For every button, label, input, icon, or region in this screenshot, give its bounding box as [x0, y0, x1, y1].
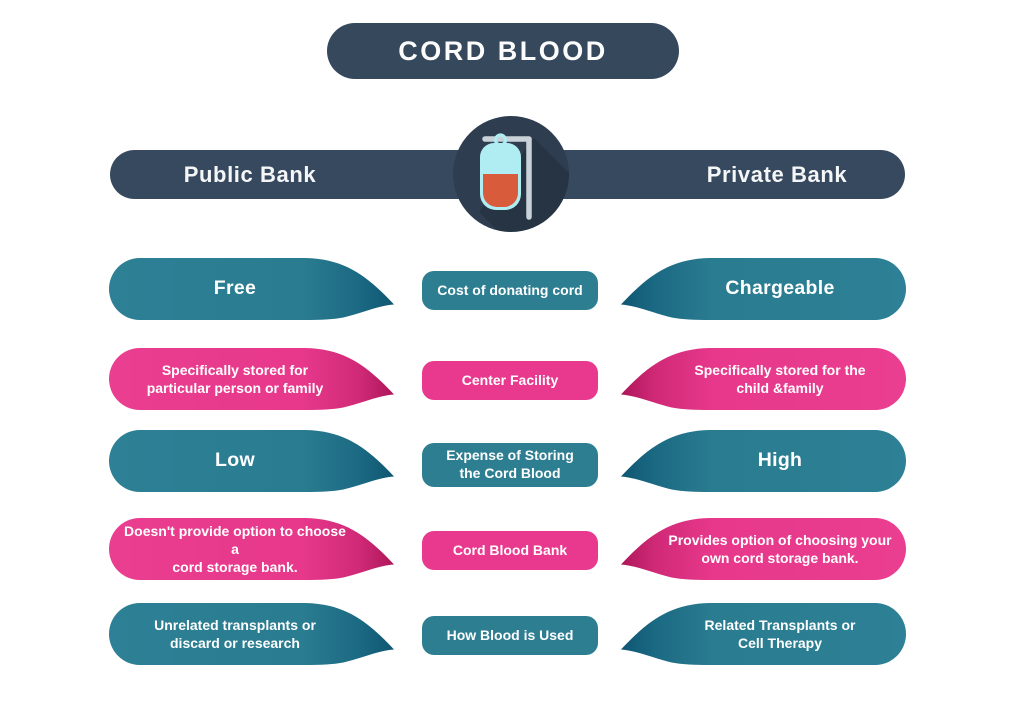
private-bank-bubble: Specifically stored for the child &famil… — [618, 348, 906, 410]
comparison-row: Unrelated transplants or discard or rese… — [0, 603, 1024, 665]
speech-bubble-left-tail-icon — [620, 430, 906, 492]
private-bank-label: Private Bank — [706, 161, 848, 187]
public-bank-value: Doesn't provide option to choose a cord … — [124, 522, 346, 576]
speech-bubble-left-tail-icon — [620, 603, 906, 665]
speech-bubble-right-tail-icon — [109, 348, 395, 410]
category-label: Cost of donating cord — [422, 271, 598, 310]
private-bank-value: Chargeable — [725, 277, 835, 300]
comparison-row: Specifically stored for particular perso… — [0, 348, 1024, 410]
blood-bag-badge — [453, 116, 569, 232]
comparison-row: Free Cost of donating cord Chargeable — [0, 258, 1024, 320]
private-bank-bubble: Chargeable — [618, 258, 906, 320]
public-bank-value: Free — [213, 277, 257, 300]
public-bank-bubble: Specifically stored for particular perso… — [109, 348, 397, 410]
private-bank-bubble: Provides option of choosing your own cor… — [618, 518, 906, 580]
private-bank-value: High — [757, 449, 803, 472]
speech-bubble-right-tail-icon — [109, 603, 395, 665]
public-bank-value: Specifically stored for particular perso… — [146, 361, 324, 396]
public-bank-bubble: Unrelated transplants or discard or rese… — [109, 603, 397, 665]
comparison-row: Doesn't provide option to choose a cord … — [0, 518, 1024, 580]
speech-bubble-right-tail-icon — [109, 430, 395, 492]
private-bank-value: Related Transplants or Cell Therapy — [704, 616, 856, 651]
private-bank-bubble: High — [618, 430, 906, 492]
speech-bubble-left-tail-icon — [620, 518, 906, 580]
page-title: CORD BLOOD — [398, 35, 608, 66]
speech-bubble-left-tail-icon — [620, 348, 906, 410]
category-label: How Blood is Used — [422, 616, 598, 655]
public-bank-bubble: Free — [109, 258, 397, 320]
private-bank-value: Specifically stored for the child &famil… — [694, 361, 866, 396]
category-label: Cord Blood Bank — [422, 531, 598, 570]
category-label: Expense of Storing the Cord Blood — [422, 443, 598, 487]
category-label: Center Facility — [422, 361, 598, 400]
public-bank-bubble: Doesn't provide option to choose a cord … — [109, 518, 397, 580]
public-bank-value: Unrelated transplants or discard or rese… — [154, 616, 316, 651]
private-bank-value: Provides option of choosing your own cor… — [668, 531, 892, 566]
speech-bubble-right-tail-icon — [109, 258, 395, 320]
comparison-row: Low Expense of Storing the Cord Blood Hi… — [0, 430, 1024, 492]
title-pill: CORD BLOOD — [327, 23, 679, 79]
private-bank-bubble: Related Transplants or Cell Therapy — [618, 603, 906, 665]
public-bank-value: Low — [215, 449, 255, 472]
public-bank-bubble: Low — [109, 430, 397, 492]
blood-bag-iv-stand-icon — [453, 116, 569, 232]
speech-bubble-right-tail-icon — [109, 518, 395, 580]
public-bank-label: Public Bank — [183, 161, 317, 187]
speech-bubble-left-tail-icon — [620, 258, 906, 320]
